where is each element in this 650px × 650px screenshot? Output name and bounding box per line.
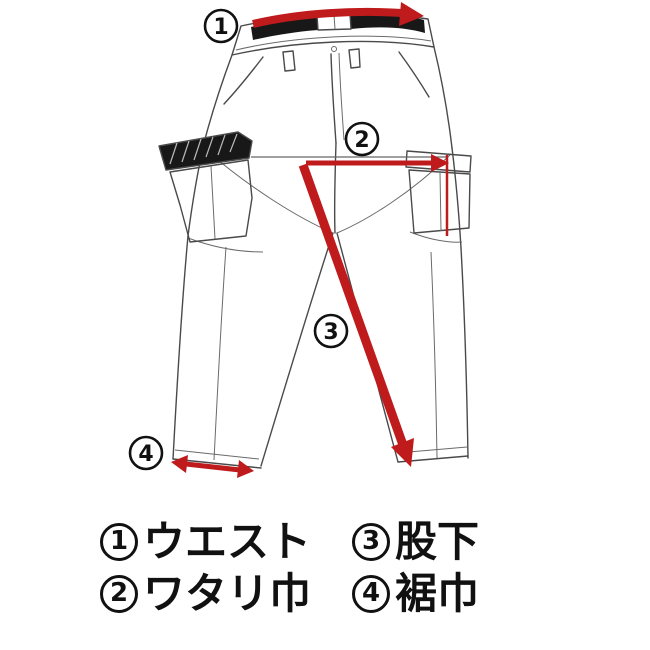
- legend-label-inseam: 股下: [395, 517, 480, 566]
- thigh-width-arrow: [306, 154, 449, 236]
- legend-item-thigh-width: 2 ワタリ巾: [100, 569, 352, 619]
- marker-3-number: 3: [323, 320, 338, 345]
- marker-4: 4: [128, 435, 164, 471]
- hem-width-arrow: [171, 455, 254, 478]
- marker-2: 2: [344, 121, 380, 157]
- marker-1: 1: [203, 8, 239, 44]
- marker-2-number: 2: [354, 128, 369, 153]
- legend-item-waist: 1 ウエスト: [100, 517, 352, 566]
- legend-item-inseam: 3 股下: [352, 517, 580, 566]
- belt-loop: [282, 50, 296, 72]
- legend-label-hem-width: 裾巾: [395, 569, 480, 619]
- waist-arrow: [252, 2, 424, 28]
- inseam-arrow: [298, 163, 414, 467]
- legend-number-3: 3: [352, 523, 390, 562]
- legend: 1 ウエスト 3 股下 2 ワタリ巾 4 裾巾: [100, 517, 580, 619]
- pants-outline: [158, 13, 472, 469]
- marker-4-number: 4: [138, 442, 153, 467]
- belt-left: [251, 15, 318, 40]
- marker-3: 3: [313, 313, 349, 349]
- legend-number-4: 4: [352, 575, 390, 614]
- legend-number-2: 2: [100, 575, 138, 614]
- legend-item-hem-width: 4 裾巾: [352, 569, 580, 619]
- legend-label-waist: ウエスト: [143, 517, 312, 566]
- legend-number-1: 1: [100, 523, 138, 562]
- legend-label-thigh-width: ワタリ巾: [143, 569, 312, 619]
- left-cargo-pocket: [158, 131, 253, 243]
- belt-loop: [348, 48, 361, 69]
- marker-1-number: 1: [213, 15, 228, 40]
